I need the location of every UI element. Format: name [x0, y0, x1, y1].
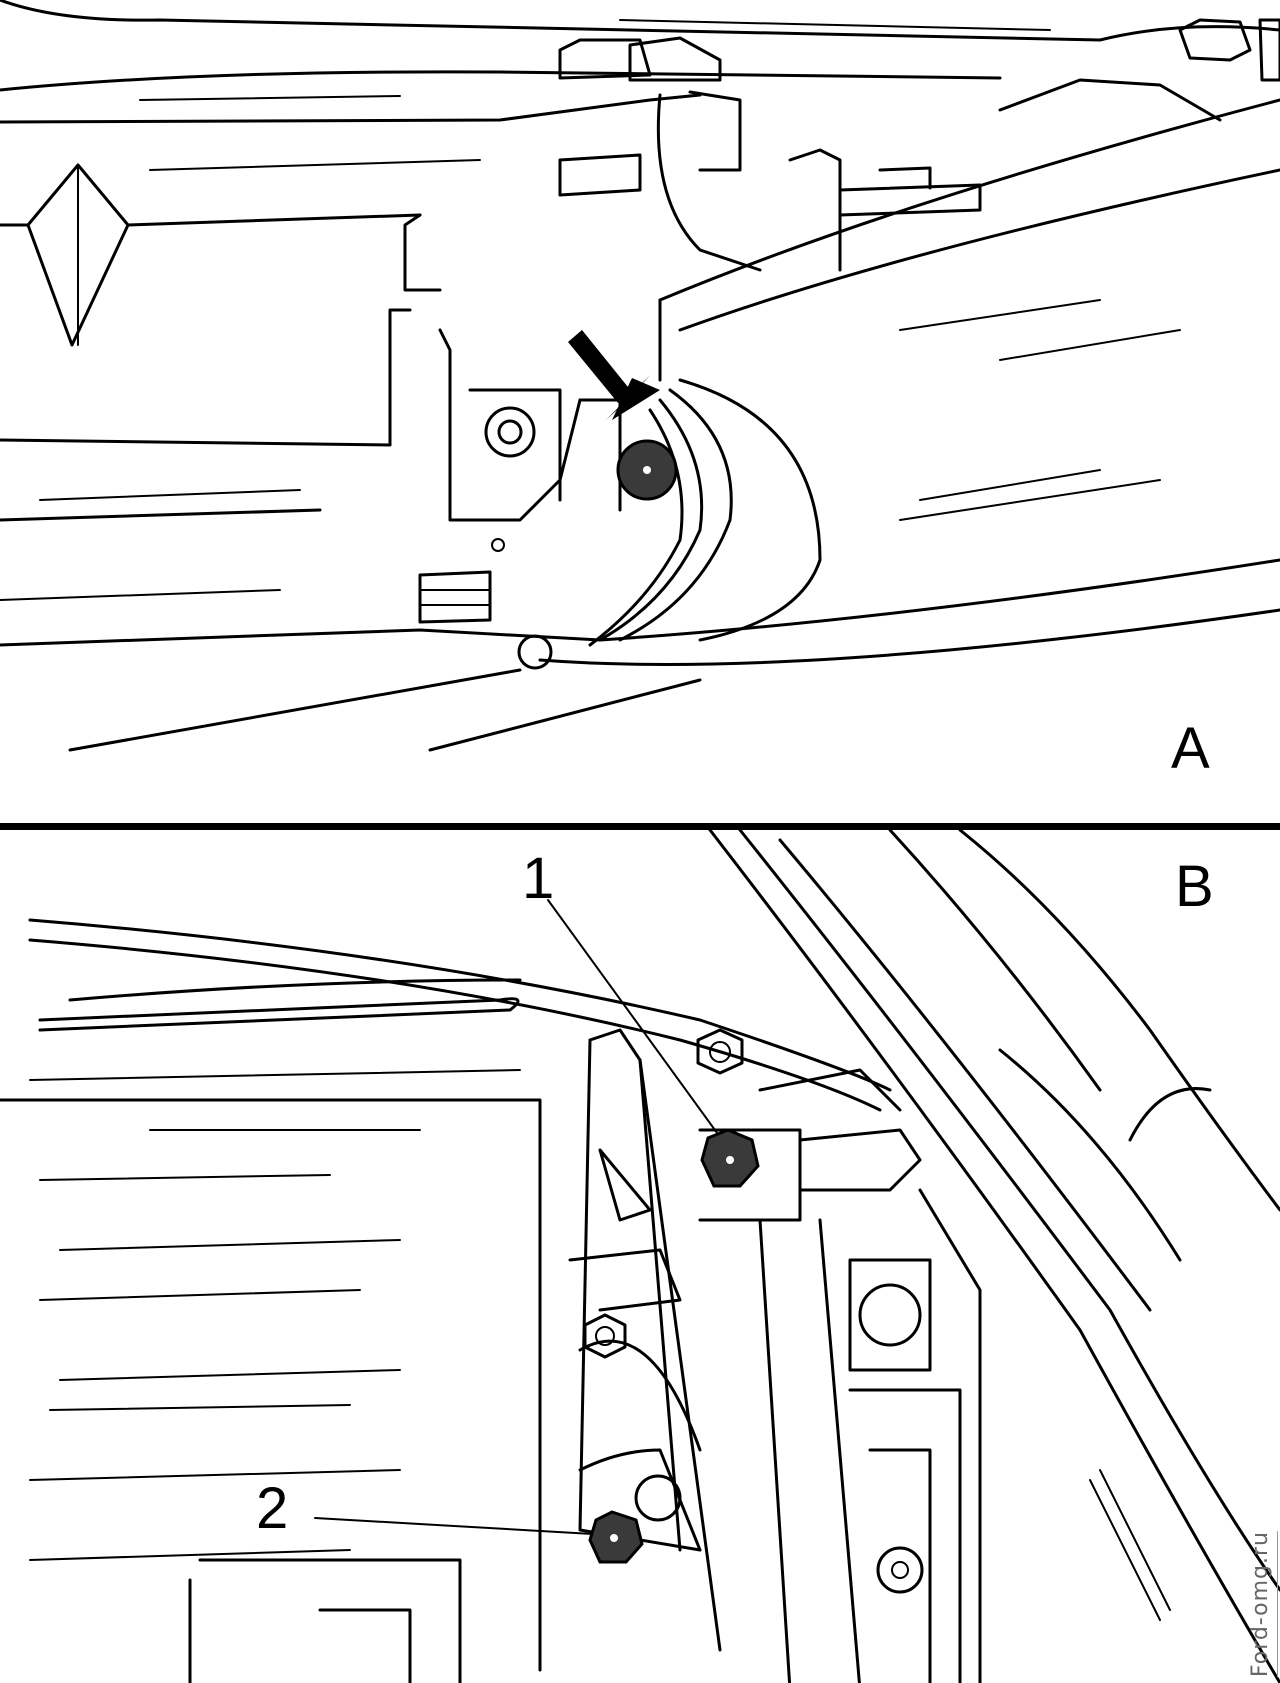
- arrow-head: [612, 378, 660, 420]
- panel-frame: [0, 1098, 542, 1672]
- bracket-plate: [438, 328, 582, 522]
- bolt-a: [484, 406, 536, 458]
- panel-b-illustration: B 1 2: [0, 830, 1280, 1683]
- top-bolt: [1178, 18, 1252, 62]
- panel-b-drawing: [0, 830, 1280, 1683]
- hex-nut: [583, 1313, 627, 1359]
- hood-curve: [28, 918, 892, 1092]
- panel-label-b: B: [1175, 854, 1214, 919]
- bracket-tab: [598, 1148, 652, 1222]
- hood-line: [0, 70, 1002, 92]
- bracket: [403, 213, 442, 292]
- arrow-shaft: [568, 330, 632, 403]
- fender-curve: [708, 830, 1280, 1683]
- leader-line-1: [547, 899, 729, 1149]
- clip-block: [418, 570, 492, 624]
- callout-1: 1: [522, 846, 555, 911]
- hex-nut: [696, 1028, 744, 1075]
- leader-line-2: [314, 1517, 611, 1536]
- watermark: Ford-omg.ru: [1248, 1530, 1278, 1677]
- lower-frame: [198, 1558, 462, 1683]
- mount-bracket: [698, 1128, 802, 1222]
- hood-edge: [0, 0, 1280, 42]
- lamp-curve: [678, 378, 822, 642]
- panel-a-drawing: [0, 0, 1280, 752]
- panel-label-a: A: [1171, 716, 1210, 781]
- pin: [517, 634, 553, 670]
- hood-line: [0, 93, 702, 124]
- large-bolt: [858, 1283, 922, 1347]
- panel-a-illustration: A: [0, 0, 1280, 824]
- bracket-strut: [588, 1028, 722, 1652]
- diamond-clip: [26, 163, 130, 347]
- lamp-edge: [658, 98, 1280, 302]
- panel-divider: [0, 823, 1280, 830]
- callout-2: 2: [256, 1476, 289, 1541]
